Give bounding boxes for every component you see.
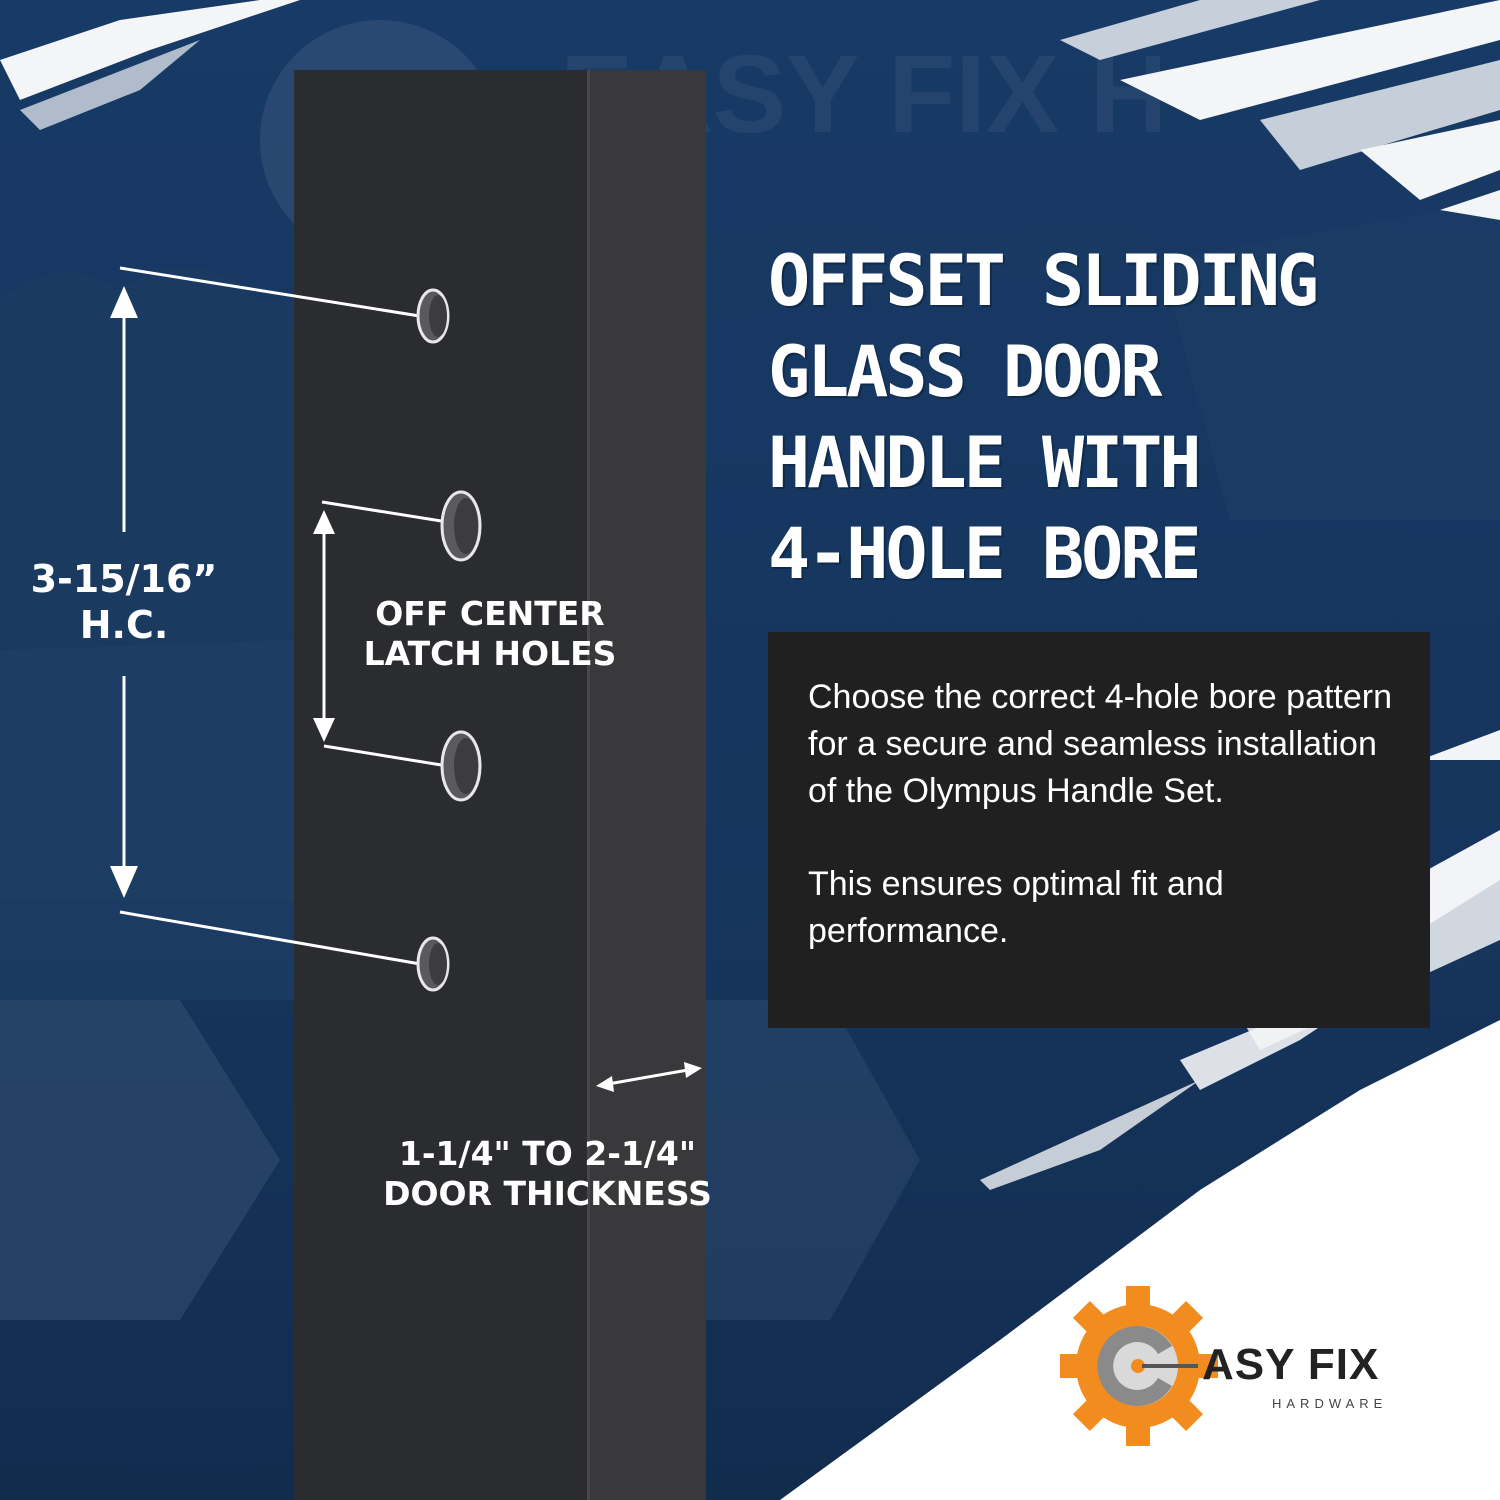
leader-line-top (119, 266, 433, 320)
bore-hole-top (416, 288, 450, 344)
thickness-label-line1: 1-1/4" TO 2-1/4" (398, 1134, 697, 1173)
latch-holes-label: OFF CENTER LATCH HOLES (340, 594, 640, 675)
latch-label-line2: LATCH HOLES (363, 634, 617, 674)
thickness-label-line2: DOOR THICKNESS (383, 1174, 712, 1214)
headline-line-2: GLASS DOOR (768, 331, 1162, 413)
latch-label-line1: OFF CENTER (375, 594, 605, 633)
leader-line-latch-bottom (323, 744, 461, 770)
description-box (768, 632, 1430, 1028)
door-edge (587, 70, 706, 1500)
bore-hole-bottom (416, 936, 450, 992)
bore-hole-latch-bottom (440, 730, 482, 802)
bore-hole-latch-top (440, 490, 482, 562)
hole-center-value: 3-15/16” (30, 557, 218, 601)
hole-center-label: 3-15/16” H.C. (18, 556, 230, 649)
headline-line-1: OFFSET SLIDING (768, 240, 1319, 322)
leader-line-latch-top (321, 500, 461, 526)
description-paragraph-1: Choose the correct 4-hole bore pattern f… (808, 678, 1393, 810)
hole-center-unit: H.C. (79, 603, 169, 648)
leader-line-bottom (119, 910, 433, 968)
headline-line-3: HANDLE WITH (768, 422, 1202, 504)
description-paragraph-2: This ensures optimal fit and performance… (808, 865, 1224, 950)
headline-line-4: 4-HOLE BORE (768, 513, 1202, 595)
logo-sub-text: HARDWARE (1272, 1396, 1388, 1411)
thickness-arrow (607, 1068, 689, 1086)
description-text: Choose the correct 4-hole bore pattern f… (808, 674, 1408, 1001)
headline: OFFSET SLIDING GLASS DOOR HANDLE WITH 4-… (768, 236, 1468, 600)
logo-brand-text: ASY FIX (1202, 1340, 1380, 1389)
door-thickness-label: 1-1/4" TO 2-1/4" DOOR THICKNESS (360, 1134, 735, 1215)
gear-logo-icon (1060, 1286, 1218, 1446)
